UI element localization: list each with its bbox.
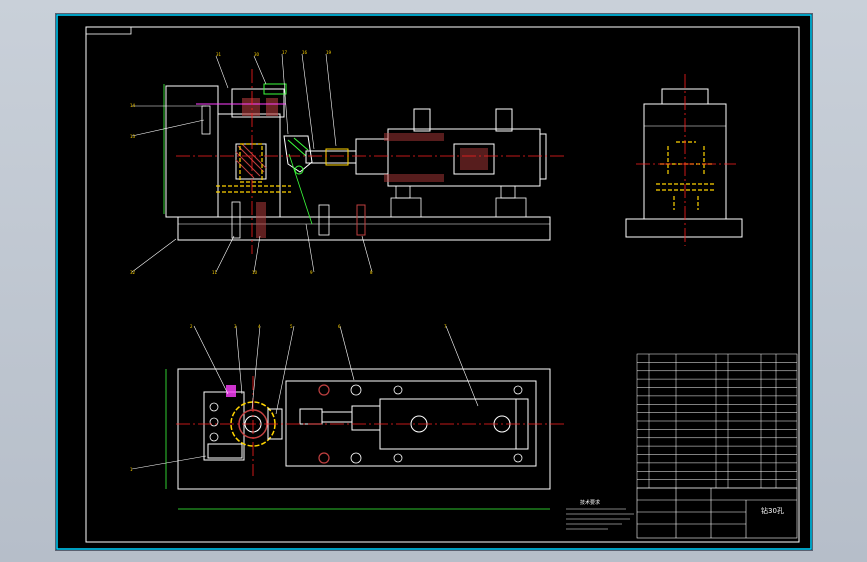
svg-text:2: 2 — [190, 324, 193, 329]
svg-text:5: 5 — [290, 324, 293, 329]
svg-text:31: 31 — [216, 52, 222, 57]
side-view — [625, 74, 743, 246]
tech-requirements: 技术要求 — [566, 499, 634, 530]
parts-list — [636, 353, 798, 489]
svg-text:16: 16 — [302, 50, 308, 55]
front-view: 31 30 17 16 19 14 13 32 11 10 9 8 — [130, 50, 566, 275]
svg-text:6: 6 — [338, 324, 341, 329]
svg-text:4: 4 — [258, 324, 261, 329]
inner-border — [85, 26, 800, 543]
svg-text:32: 32 — [130, 270, 136, 275]
svg-text:10: 10 — [252, 270, 258, 275]
tech-requirements-heading: 技术要求 — [580, 499, 600, 506]
part-name: 钻30孔 — [761, 506, 784, 515]
svg-text:9: 9 — [310, 270, 313, 275]
svg-text:30: 30 — [254, 52, 260, 57]
svg-text:17: 17 — [282, 50, 288, 55]
svg-text:14: 14 — [130, 103, 136, 108]
svg-text:11: 11 — [212, 270, 218, 275]
svg-text:19: 19 — [326, 50, 332, 55]
outer-border — [56, 14, 812, 550]
svg-text:13: 13 — [130, 134, 136, 139]
svg-text:1: 1 — [130, 467, 133, 472]
corner-label-box — [85, 26, 132, 35]
svg-text:8: 8 — [370, 270, 373, 275]
title-block — [636, 487, 798, 539]
top-view: 2 3 4 5 6 7 1 — [130, 324, 566, 510]
svg-text:7: 7 — [444, 324, 447, 329]
svg-text:3: 3 — [234, 324, 237, 329]
